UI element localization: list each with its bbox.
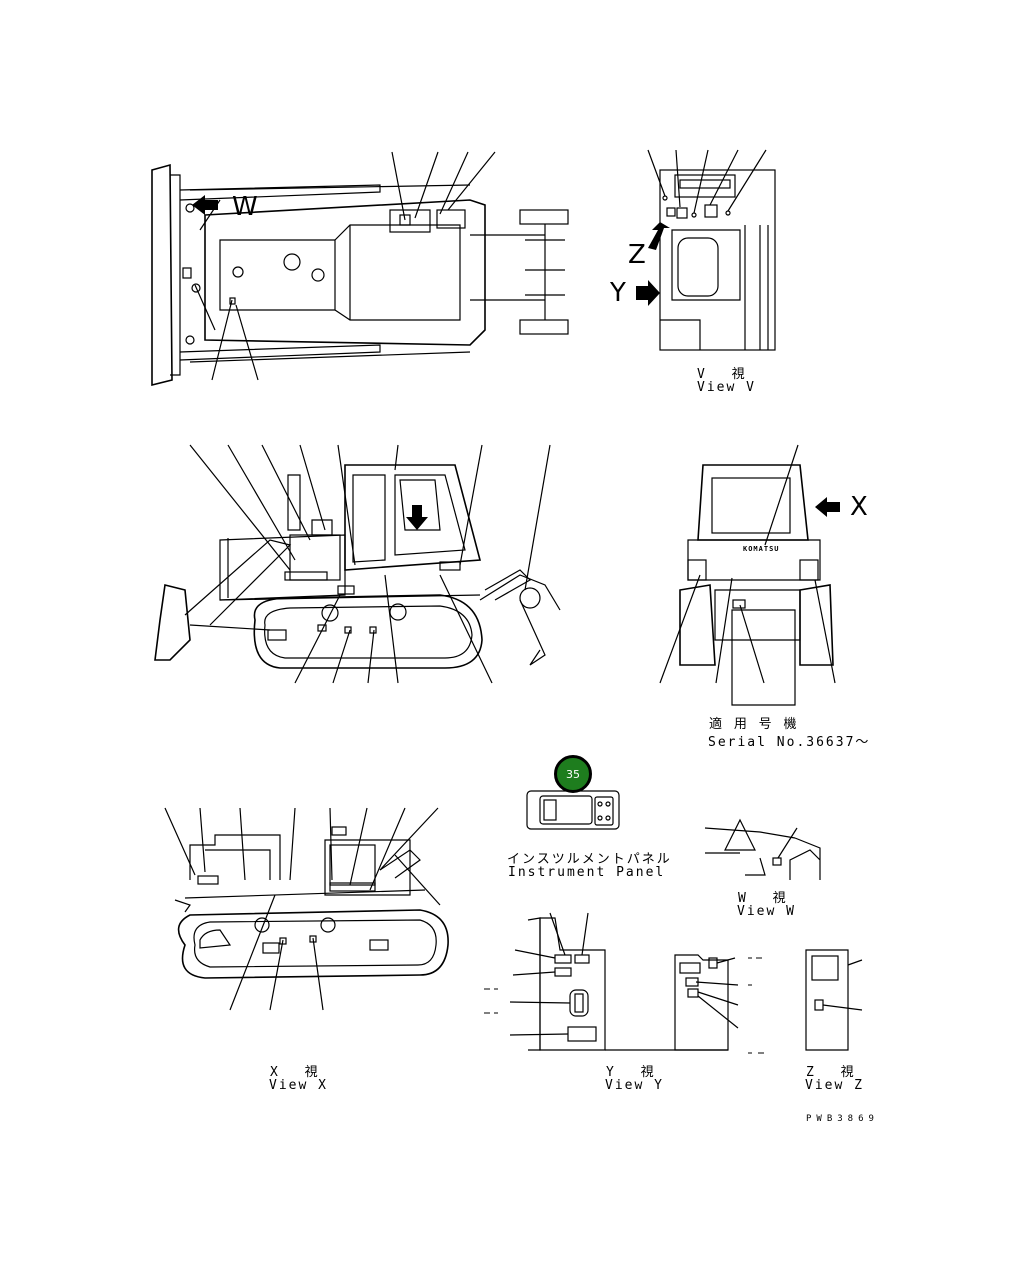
arrow-label-w: W <box>232 192 258 222</box>
view-x-en-label: View X <box>269 1078 328 1093</box>
view-y-jp-label: Y 視 <box>606 1065 656 1080</box>
view-w-jp-label: W 視 <box>738 891 788 906</box>
view-z-jp-label: Z 視 <box>806 1065 856 1080</box>
arrow-label-y: Y <box>610 278 626 308</box>
view-z-en-label: View Z <box>805 1078 864 1093</box>
view-w-drawing <box>704 818 821 880</box>
view-v-en-label: View V <box>697 380 756 395</box>
callout-35-button[interactable]: 35 <box>554 755 592 793</box>
instrument-panel-en-label: Instrument Panel <box>508 865 666 880</box>
arrow-label-x: X <box>850 492 868 522</box>
view-w-en-label: View W <box>737 904 796 919</box>
view-v-cab-interior <box>636 149 776 351</box>
instrument-panel-jp-label: インスツルメントパネル <box>507 852 672 867</box>
drawing-code: PWB3869 <box>806 1114 879 1124</box>
instrument-panel-drawing <box>526 790 620 830</box>
arrow-label-z: Z <box>628 240 646 270</box>
view-z-drawing <box>805 949 863 1051</box>
dash-marks <box>484 957 764 1054</box>
view-x-jp-label: X 視 <box>270 1065 320 1080</box>
rear-view-dozer <box>659 444 840 706</box>
view-v-jp-label: V 視 <box>697 367 747 382</box>
view-y-drawing <box>509 912 739 1051</box>
serial-en-label: Serial No.36637〜 <box>708 735 871 750</box>
top-view-dozer <box>151 151 569 387</box>
side-view-dozer <box>154 444 561 684</box>
view-y-en-label: View Y <box>605 1078 664 1093</box>
view-x-drawing <box>164 807 449 1011</box>
brand-decal-text: KOMATSU <box>743 545 780 553</box>
serial-jp-label: 適 用 号 機 <box>709 717 799 732</box>
